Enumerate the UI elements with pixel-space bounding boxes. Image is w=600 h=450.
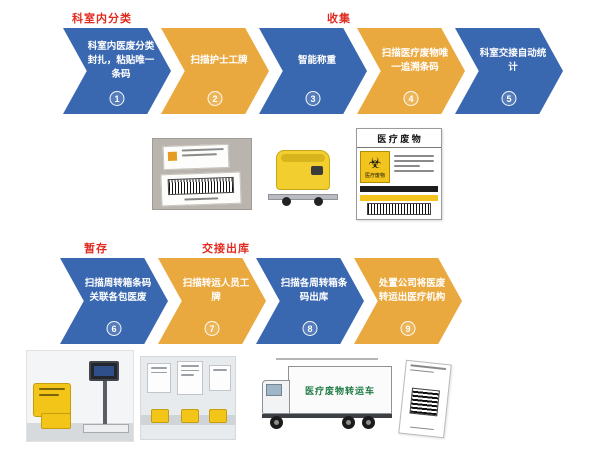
poster-line xyxy=(151,367,167,369)
wall-poster xyxy=(209,365,231,391)
wheel-icon xyxy=(362,416,375,429)
barcode-slip xyxy=(398,359,452,439)
step-number: 8 xyxy=(302,321,318,336)
step-text: 扫描护士工牌 xyxy=(190,55,248,67)
barcode-label xyxy=(160,171,242,207)
flow-step-8: 扫描各周转箱条码出库 8 xyxy=(256,258,364,344)
section-label-classification: 科室内分类 xyxy=(72,13,132,25)
biohazard-icon: ☣ xyxy=(368,154,382,172)
truck-chassis xyxy=(262,414,392,418)
barcode-sticker-photo xyxy=(152,138,252,210)
wall-poster xyxy=(147,363,171,393)
container-label-line xyxy=(39,388,65,390)
biohazard-caption: 医疗废物 xyxy=(364,172,385,179)
poster-line xyxy=(181,369,199,371)
step-text: 科室内医废分类封扎，粘贴唯一条码 xyxy=(87,41,155,80)
step-number: 5 xyxy=(501,91,517,106)
scale-display xyxy=(311,166,323,175)
flow-step-9: 处置公司将医废转运出医疗机构 9 xyxy=(354,258,462,344)
step-text: 扫描转运人员工牌 xyxy=(182,278,250,303)
wheel-icon xyxy=(270,416,283,429)
step-number: 4 xyxy=(403,91,419,106)
step-text: 智能称重 xyxy=(297,55,336,67)
section-label-storage: 暂存 xyxy=(84,243,108,255)
field-line xyxy=(394,155,434,157)
truck-cargo-box: 医疗废物转运车 xyxy=(288,366,392,414)
step-text: 扫描医疗废物唯一追溯条码 xyxy=(381,48,449,73)
photo-caption-line xyxy=(276,358,378,360)
flow-step-4: 扫描医疗废物唯一追溯条码 4 xyxy=(357,28,465,114)
wheel-icon xyxy=(282,197,291,206)
barcode-icon xyxy=(409,387,440,417)
slip-text-line xyxy=(409,426,434,431)
yellow-bin xyxy=(181,409,199,423)
outbound-barcode-photo xyxy=(398,359,454,440)
truck-cab xyxy=(262,380,290,414)
section-label-collection: 收集 xyxy=(327,13,351,25)
wheel-icon xyxy=(342,416,355,429)
field-line xyxy=(394,170,434,172)
flow-step-2: 扫描护士工牌 2 xyxy=(161,28,269,114)
step-number: 1 xyxy=(109,91,125,106)
poster-line xyxy=(213,369,227,371)
scale-platform xyxy=(268,194,338,200)
label-band xyxy=(360,186,438,192)
kiosk-monitor xyxy=(89,361,119,381)
flow-step-7: 扫描转运人员工牌 7 xyxy=(158,258,266,344)
yellow-bin xyxy=(151,409,169,423)
yellow-waste-container xyxy=(33,383,71,417)
flow-step-3: 智能称重 3 xyxy=(259,28,367,114)
label-band xyxy=(360,195,438,201)
slip-text-line xyxy=(410,364,447,370)
step-number: 3 xyxy=(305,91,321,106)
field-line xyxy=(394,160,434,162)
kiosk-screen xyxy=(94,366,114,376)
container-label-line xyxy=(39,394,59,396)
yellow-waste-container xyxy=(41,413,71,429)
storage-kiosk-photo xyxy=(26,350,134,442)
smart-scale-photo xyxy=(266,146,346,206)
section-label-outbound: 交接出库 xyxy=(202,243,250,255)
truck-window xyxy=(266,384,282,396)
label-logo-mark xyxy=(167,151,178,161)
step-text: 科室交接自动统计 xyxy=(479,48,547,73)
temporary-storage-room-photo xyxy=(140,356,236,440)
floor-scale-platform xyxy=(83,424,129,433)
barcode-number-line xyxy=(184,197,219,201)
field-line xyxy=(394,165,421,167)
kiosk-pole xyxy=(103,381,107,425)
step-number: 7 xyxy=(204,321,220,336)
step-number: 6 xyxy=(106,321,122,336)
label-title: 医 疗 废 物 xyxy=(357,129,441,148)
small-label xyxy=(162,143,230,171)
flow-step-6: 扫描周转箱条码关联各包医废 6 xyxy=(60,258,168,344)
poster-line xyxy=(151,371,167,373)
step-text: 扫描各周转箱条码出库 xyxy=(280,278,348,303)
step-number: 9 xyxy=(400,321,416,336)
flow-step-5: 科室交接自动统计 5 xyxy=(455,28,563,114)
label-fields xyxy=(390,151,438,183)
poster-line xyxy=(181,374,195,376)
scale-lid xyxy=(281,154,325,162)
wall-poster xyxy=(177,361,203,395)
barcode-icon xyxy=(367,203,431,215)
scale-body xyxy=(276,150,330,190)
step-text: 处置公司将医废转运出医疗机构 xyxy=(378,278,446,303)
flow-step-1: 科室内医废分类封扎，粘贴唯一条码 1 xyxy=(63,28,171,114)
transport-truck-photo: 医疗废物转运车 xyxy=(258,356,396,442)
poster-line xyxy=(181,365,199,367)
label-text-line xyxy=(181,148,224,152)
biohazard-panel: ☣ 医疗废物 xyxy=(360,151,390,183)
barcode-icon xyxy=(167,176,235,196)
step-number: 2 xyxy=(207,91,223,106)
label-text-line xyxy=(181,153,218,157)
yellow-bin xyxy=(209,409,227,423)
truck-side-text: 医疗废物转运车 xyxy=(304,385,375,396)
medical-waste-label-photo: 医 疗 废 物 ☣ 医疗废物 xyxy=(356,128,442,220)
wheel-icon xyxy=(314,197,323,206)
step-text: 扫描周转箱条码关联各包医废 xyxy=(84,278,152,303)
slip-text-line xyxy=(409,368,435,373)
